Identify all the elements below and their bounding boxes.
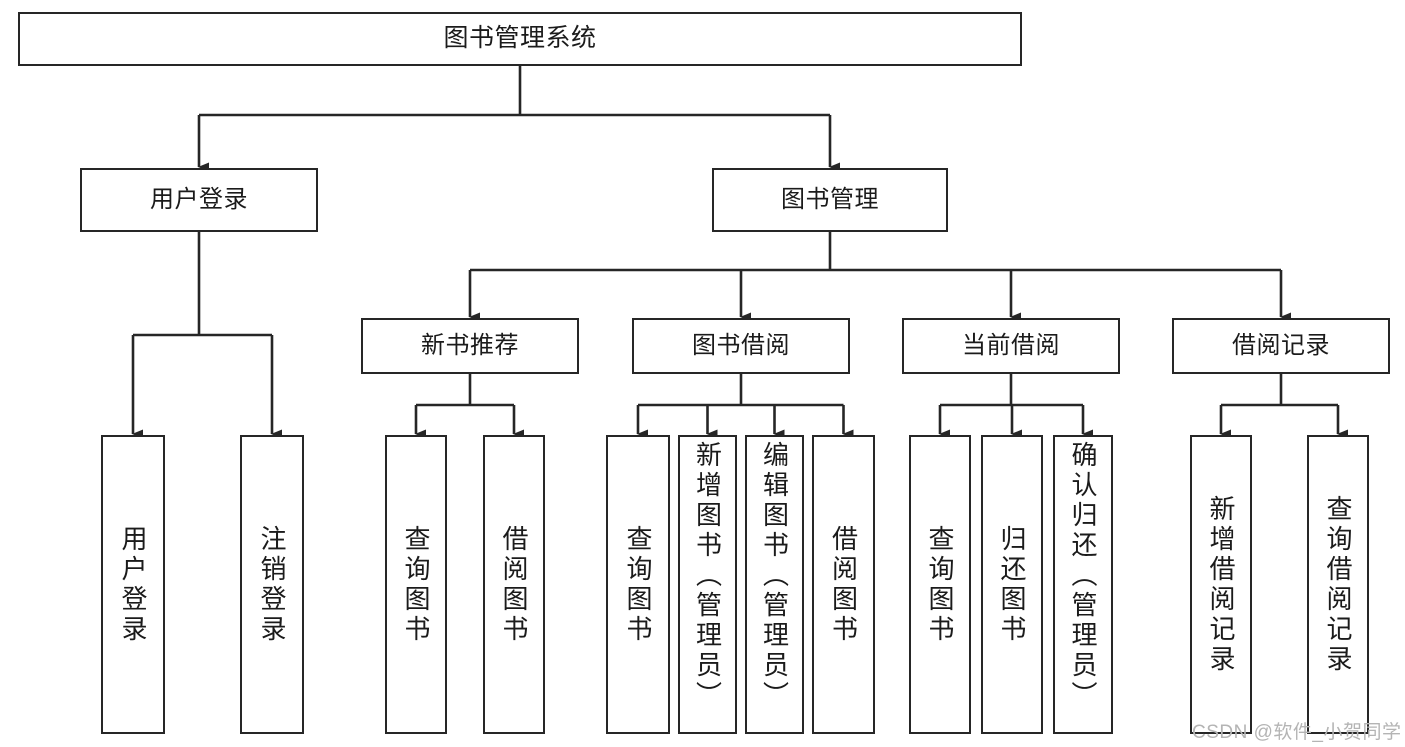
node-label: 用户登录 [118,524,148,645]
node-book-borrow[interactable]: 图书借阅 [632,318,850,374]
node-label: 查询图书 [925,524,955,645]
node-label: 注销登录 [257,524,287,645]
node-leaf-return-book[interactable]: 归还图书 [981,435,1043,734]
node-label: 查询图书 [401,524,431,645]
node-label: 查询借阅记录 [1323,494,1353,675]
node-label: 图书管理 [781,185,879,213]
node-book-manage[interactable]: 图书管理 [712,168,948,232]
node-label: 新增图书（管理员） [692,441,723,711]
node-leaf-query-record[interactable]: 查询借阅记录 [1307,435,1369,734]
node-label: 借阅图书 [499,524,529,645]
node-borrow-record[interactable]: 借阅记录 [1172,318,1390,374]
node-leaf-add-record[interactable]: 新增借阅记录 [1190,435,1252,734]
node-new-book-rec[interactable]: 新书推荐 [361,318,579,374]
csdn-watermark: CSDN @软件_小贺同学 [1192,722,1402,743]
node-leaf-query-book-1[interactable]: 查询图书 [385,435,447,734]
node-label: 编辑图书（管理员） [759,441,790,711]
node-root[interactable]: 图书管理系统 [18,12,1022,66]
node-label: 当前借阅 [962,331,1060,359]
node-label: 新增借阅记录 [1206,494,1236,675]
node-label: 借阅图书 [828,524,859,645]
node-label: 用户登录 [150,185,248,213]
node-leaf-logout[interactable]: 注销登录 [240,435,304,734]
node-label: 新书推荐 [421,331,519,359]
node-leaf-edit-book[interactable]: 编辑图书（管理员） [745,435,804,734]
node-label: 归还图书 [997,524,1027,645]
node-leaf-user-login[interactable]: 用户登录 [101,435,165,734]
node-label: 确认归还（管理员） [1068,441,1098,711]
node-current-borrow[interactable]: 当前借阅 [902,318,1120,374]
node-label: 图书管理系统 [443,24,597,53]
node-leaf-borrow-book-2[interactable]: 借阅图书 [812,435,875,734]
node-leaf-borrow-book-1[interactable]: 借阅图书 [483,435,545,734]
node-label: 图书借阅 [692,331,790,359]
node-leaf-add-book[interactable]: 新增图书（管理员） [678,435,737,734]
node-label: 借阅记录 [1232,331,1330,359]
node-leaf-query-book-2[interactable]: 查询图书 [606,435,670,734]
node-leaf-confirm-return[interactable]: 确认归还（管理员） [1053,435,1113,734]
node-leaf-query-book-3[interactable]: 查询图书 [909,435,971,734]
node-user-login[interactable]: 用户登录 [80,168,318,232]
node-label: 查询图书 [623,524,653,645]
